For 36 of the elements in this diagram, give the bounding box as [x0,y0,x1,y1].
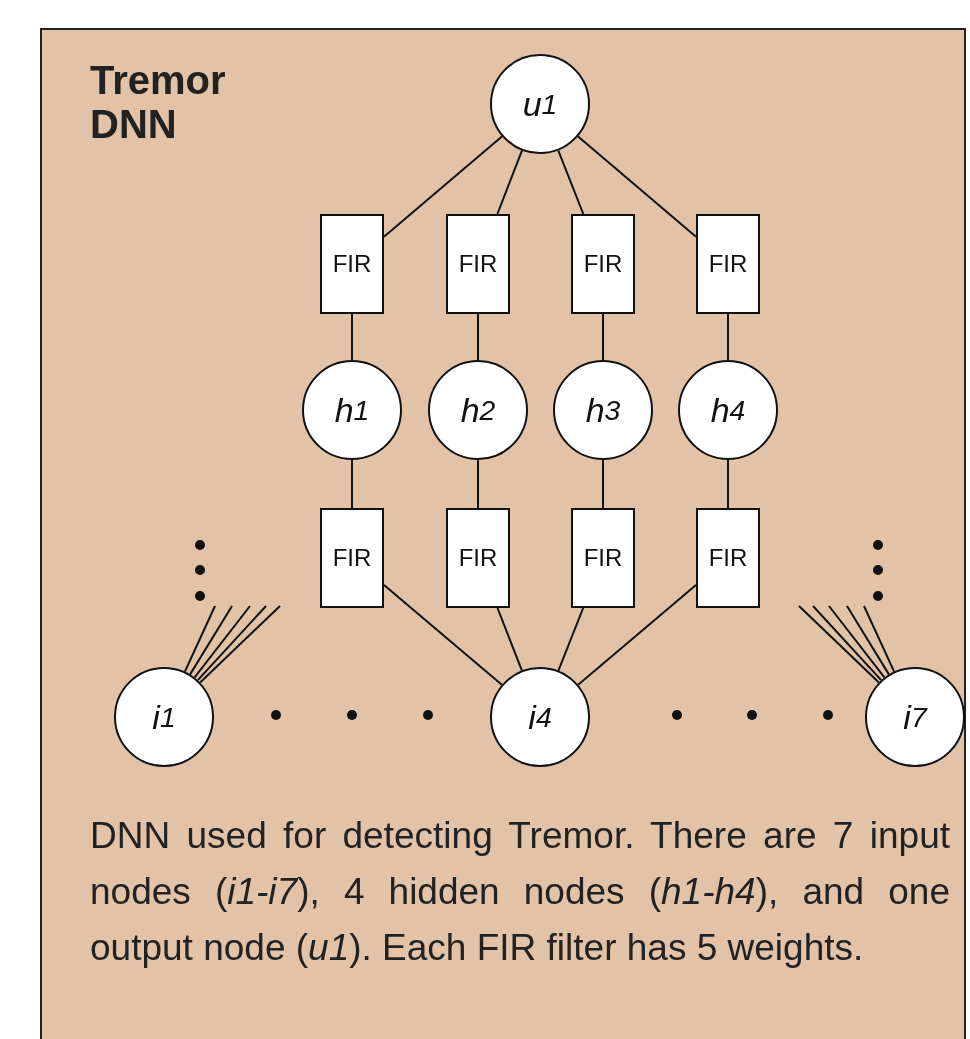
connection-line [496,149,523,215]
connection-line [557,149,585,215]
connection-line [602,459,604,509]
connection-line [828,605,886,679]
connection-line [557,607,585,672]
connection-line [577,135,697,238]
connection-line [727,313,729,361]
filter-box: FIR [446,214,510,314]
connection-line [193,605,251,679]
filter-box: FIR [571,214,635,314]
caption-text: DNN used for detecting Tremor. There are 7 input nodes (i1-i7), 4 hidden nodes (h1-h4), and one output node (u1). Each FIR filter has 5 weights. [90,814,950,970]
connection-line [496,607,523,672]
connection-line [189,605,233,676]
connection-line [351,313,353,361]
filter-box: FIR [446,508,510,608]
connection-line [846,605,890,676]
filter-box: FIR [696,214,760,314]
filter-box: FIR [571,508,635,608]
connection-line [383,584,503,686]
connection-line [812,605,883,682]
diagram-title: Tremor DNN [90,58,227,146]
filter-box: FIR [320,214,384,314]
filter-box: FIR [696,508,760,608]
connection-line [477,459,479,509]
connection-line [602,313,604,361]
connection-line [577,584,697,686]
connection-line [477,313,479,361]
connection-line [863,605,896,673]
connection-line [183,605,216,673]
connection-line [351,459,353,509]
connection-line [798,605,880,684]
connection-line [383,135,503,238]
filter-box: FIR [320,508,384,608]
connection-line [199,605,281,684]
connection-line [196,605,267,682]
connection-line [727,459,729,509]
